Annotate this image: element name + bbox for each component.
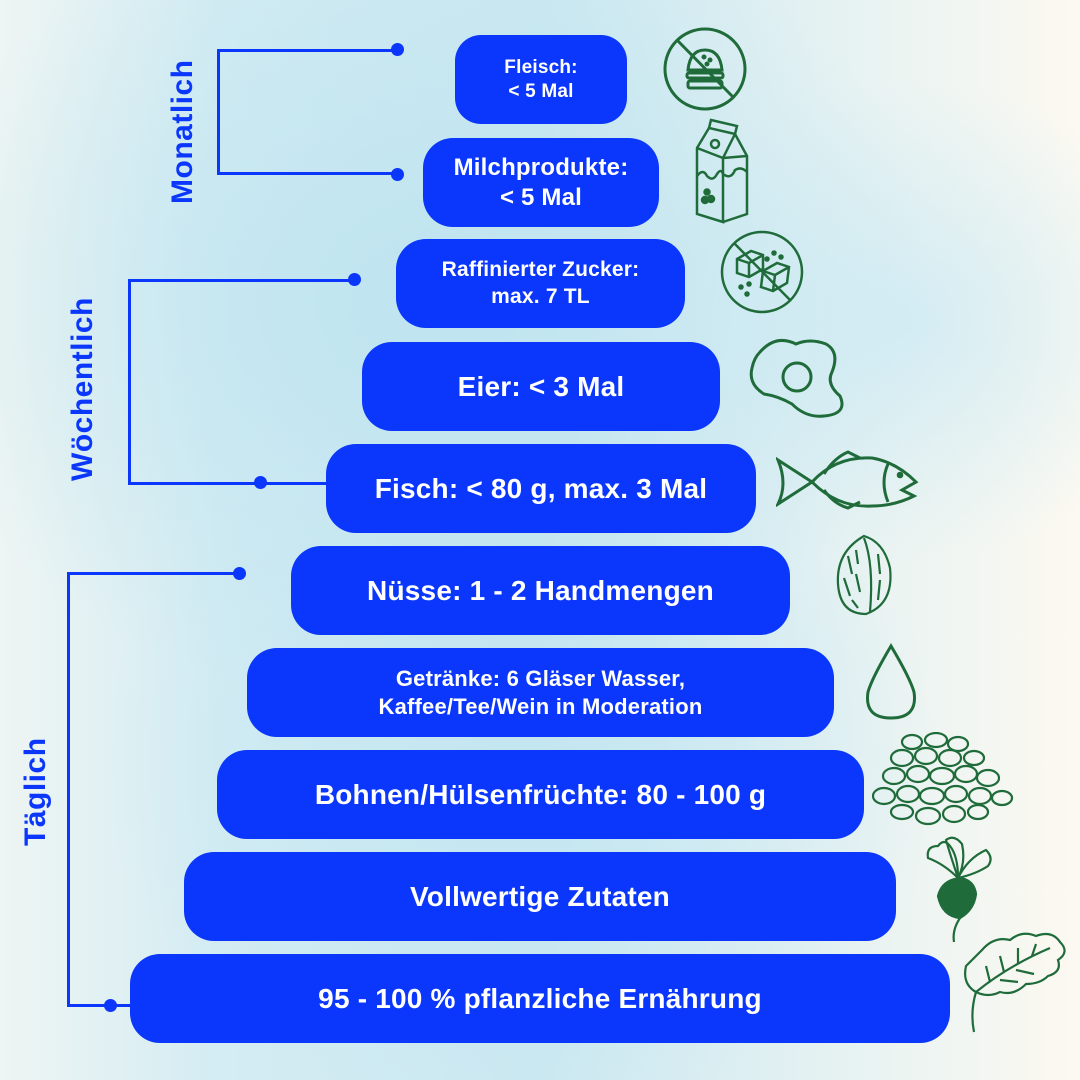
group-label-daily: Täglich — [19, 737, 52, 846]
bracket-weekly — [128, 279, 355, 485]
tier-whole-foods: Vollwertige Zutaten — [184, 852, 896, 941]
beet-icon — [924, 834, 996, 944]
bracket-monthly — [217, 49, 398, 175]
tier-nuts-text: Nüsse: 1 - 2 Handmengen — [367, 575, 714, 606]
no-sugar-icon — [719, 229, 805, 315]
tier-nuts: Nüsse: 1 - 2 Handmengen — [291, 546, 790, 635]
tier-drinks: Getränke: 6 Gläser Wasser, Kaffee/Tee/We… — [247, 648, 834, 737]
tier-legumes: Bohnen/Hülsenfrüchte: 80 - 100 g — [217, 750, 864, 839]
milk-carton-icon — [695, 118, 755, 224]
no-burger-icon — [662, 26, 748, 112]
legumes-icon — [872, 732, 1014, 828]
walnut-icon — [834, 534, 894, 618]
tier-plant-based: 95 - 100 % pflanzliche Ernährung — [130, 954, 950, 1043]
fish-icon — [776, 444, 920, 520]
tier-sugar-text: Raffinierter Zucker: max. 7 TL — [441, 258, 640, 308]
tier-whole-foods-text: Vollwertige Zutaten — [410, 881, 670, 912]
tier-fish-text: Fisch: < 80 g, max. 3 Mal — [374, 473, 708, 504]
bracket-daily — [67, 572, 240, 1007]
tier-sugar: Raffinierter Zucker: max. 7 TL — [396, 239, 685, 328]
tier-fish: Fisch: < 80 g, max. 3 Mal — [326, 444, 756, 533]
bracket-dot — [233, 567, 246, 580]
bracket-dot — [391, 43, 404, 56]
group-label-monthly: Monatlich — [166, 59, 199, 205]
tier-meat: Fleisch: < 5 Mal — [455, 35, 627, 124]
group-label-weekly: Wöchentlich — [66, 297, 99, 481]
tier-drinks-text: Getränke: 6 Gläser Wasser, Kaffee/Tee/We… — [378, 666, 703, 719]
tier-dairy-text: Milchprodukte: < 5 Mal — [453, 153, 629, 211]
fried-egg-icon — [748, 334, 850, 420]
tier-eggs: Eier: < 3 Mal — [362, 342, 720, 431]
tier-eggs-text: Eier: < 3 Mal — [457, 371, 625, 402]
leaf-icon — [960, 926, 1070, 1038]
bracket-dot — [348, 273, 361, 286]
tier-plant-based-text: 95 - 100 % pflanzliche Ernährung — [318, 983, 762, 1014]
water-drop-icon — [862, 642, 920, 722]
tier-meat-text: Fleisch: < 5 Mal — [504, 56, 578, 102]
tier-dairy: Milchprodukte: < 5 Mal — [423, 138, 659, 227]
tier-legumes-text: Bohnen/Hülsenfrüchte: 80 - 100 g — [314, 779, 767, 810]
bracket-dot — [254, 476, 267, 489]
bracket-dot — [104, 999, 117, 1012]
bracket-dot — [391, 168, 404, 181]
